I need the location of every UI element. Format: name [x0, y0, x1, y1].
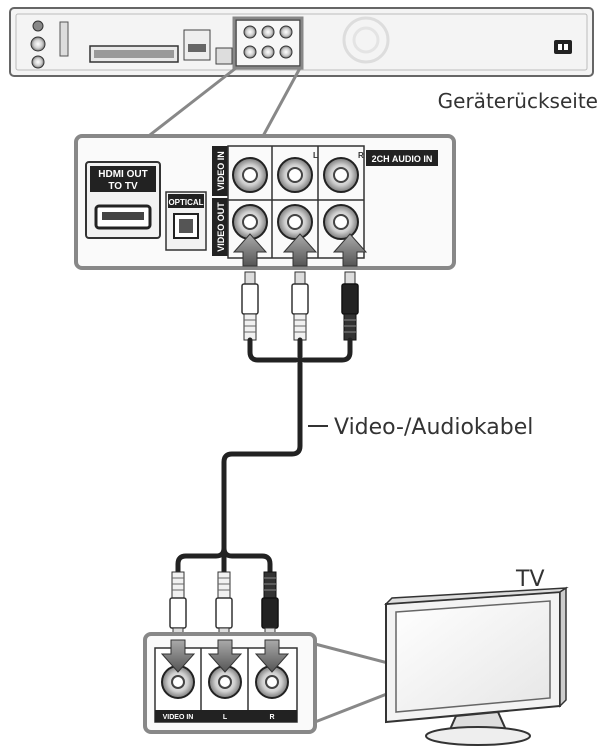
- audio-in-label: 2CH AUDIO IN: [372, 154, 433, 164]
- fan-vent: [342, 16, 390, 64]
- jack-video-out: [232, 204, 268, 240]
- jack-audio-out-l: [277, 204, 313, 240]
- plug-audio-r-upper: [341, 271, 359, 341]
- jack-audio-in-r: [323, 157, 359, 193]
- optical-port: OPTICAL: [165, 191, 207, 251]
- jack-audio-out-r: [323, 204, 359, 240]
- cable-label: Video-/Audiokabel: [334, 415, 533, 440]
- tv-label: TV: [515, 567, 545, 592]
- cable-plugs-upper: [241, 271, 359, 341]
- av-cable: [175, 337, 353, 575]
- power-socket: [554, 40, 572, 54]
- plug-audio-l-upper: [291, 271, 309, 341]
- tv-illustration: [384, 586, 569, 746]
- rca-jack-grid: L R: [227, 145, 365, 259]
- tv-jack-video: [161, 665, 195, 699]
- video-in-label: VIDEO IN: [216, 151, 226, 191]
- device-av-jacks: [235, 19, 301, 67]
- video-out-label: VIDEO OUT: [216, 202, 226, 252]
- antenna-jacks: [30, 20, 69, 69]
- tv-input-panel: VIDEO IN L R: [143, 632, 317, 734]
- zoomed-panel: HDMI OUT TO TV OPTICAL VIDEO IN VIDEO OU…: [74, 134, 456, 270]
- hdmi-label-line1: HDMI OUT: [98, 169, 147, 180]
- plug-audio-l-lower: [215, 571, 233, 639]
- optical-label: OPTICAL: [168, 198, 203, 207]
- plug-in-arrows-bottom: [160, 639, 290, 673]
- jack-l-label: L: [313, 151, 318, 160]
- plug-in-arrows-top: [232, 233, 368, 267]
- hdmi-label-line2: TO TV: [108, 181, 138, 192]
- rear-side-label: Geräterückseite: [438, 89, 598, 113]
- jack-audio-in-l: [277, 157, 313, 193]
- device-optical-port: [215, 47, 233, 65]
- zoom-lines: [145, 16, 304, 140]
- plug-video-lower: [169, 571, 187, 639]
- hdmi-out-port: HDMI OUT TO TV: [85, 161, 161, 239]
- plug-audio-r-lower: [261, 571, 279, 639]
- jack-r-label: R: [358, 151, 364, 160]
- tv-zoom-lines: [314, 642, 393, 724]
- tv-audio-l-label: L: [223, 714, 228, 721]
- tv-jack-audio-r: [255, 665, 289, 699]
- tv-video-in-label: VIDEO IN: [163, 714, 194, 721]
- jack-video-in: [232, 157, 268, 193]
- plug-video-upper: [241, 271, 259, 341]
- cable-plugs-lower: [169, 571, 279, 639]
- tv-audio-r-label: R: [269, 714, 274, 721]
